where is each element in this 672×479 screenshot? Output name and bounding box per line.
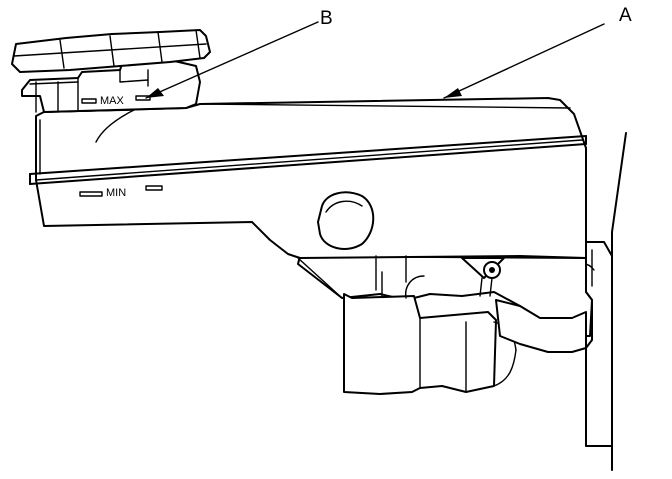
min-tick-left [79,191,103,197]
max-level-label: MAX [100,95,125,107]
filler-neck [21,59,201,113]
level-marks: MAX MIN [79,95,163,199]
max-tick-right [135,95,151,101]
callout-a-arrowhead [444,88,462,98]
max-tick-left [81,98,97,104]
min-level-label: MIN [106,187,126,199]
min-tick-right [145,185,163,191]
callout-label-b: B [320,8,333,29]
master-cylinder-body [297,255,593,395]
reservoir-cap [11,29,211,73]
reservoir-tank [29,97,587,299]
callout-label-a: A [619,5,632,26]
callout-b-arrowhead [146,88,164,98]
callout-leaders [145,21,605,99]
